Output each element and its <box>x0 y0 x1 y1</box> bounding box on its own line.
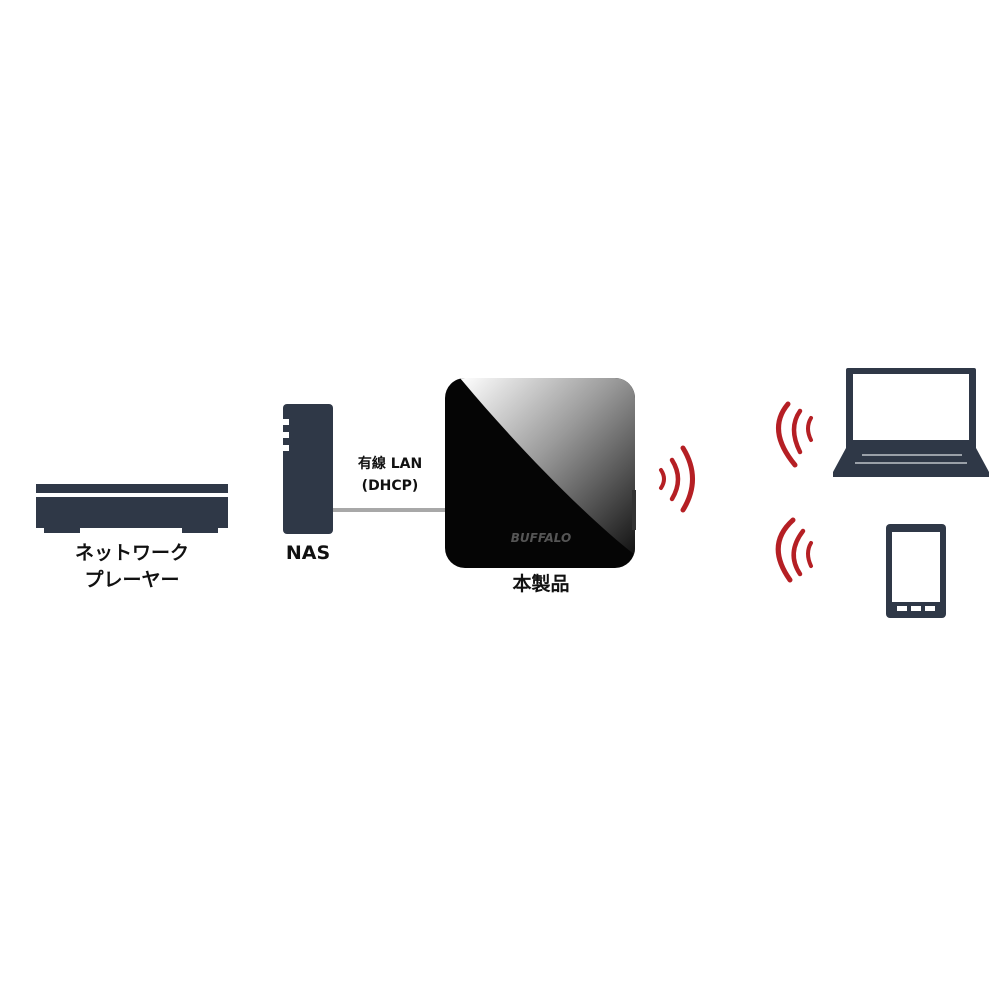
tablet-icon <box>886 524 946 618</box>
laptop-icon <box>833 368 989 477</box>
nas-icon <box>283 404 333 534</box>
network-player-icon <box>36 484 228 533</box>
network-player-label-line2: プレーヤー <box>84 569 180 591</box>
network-player-label: ネットワーク プレーヤー <box>75 540 189 594</box>
wifi-wave-icon-laptop <box>776 401 813 468</box>
buffalo-logo: BUFFALO <box>511 531 571 545</box>
wired-lan-label-line2: (DHCP) <box>361 478 419 494</box>
nas-label: NAS <box>285 542 331 564</box>
wired-lan-label-line1: 有線 LAN <box>357 456 423 472</box>
product-label: 本製品 <box>512 573 570 595</box>
network-player-label-line1: ネットワーク <box>74 542 190 564</box>
wifi-wave-icon-router <box>659 445 695 513</box>
wifi-wave-icon-tablet <box>775 517 813 583</box>
lan-cable <box>333 508 447 512</box>
wired-lan-label: 有線 LAN (DHCP) <box>358 453 422 497</box>
router-product-image: BUFFALO <box>445 378 636 568</box>
